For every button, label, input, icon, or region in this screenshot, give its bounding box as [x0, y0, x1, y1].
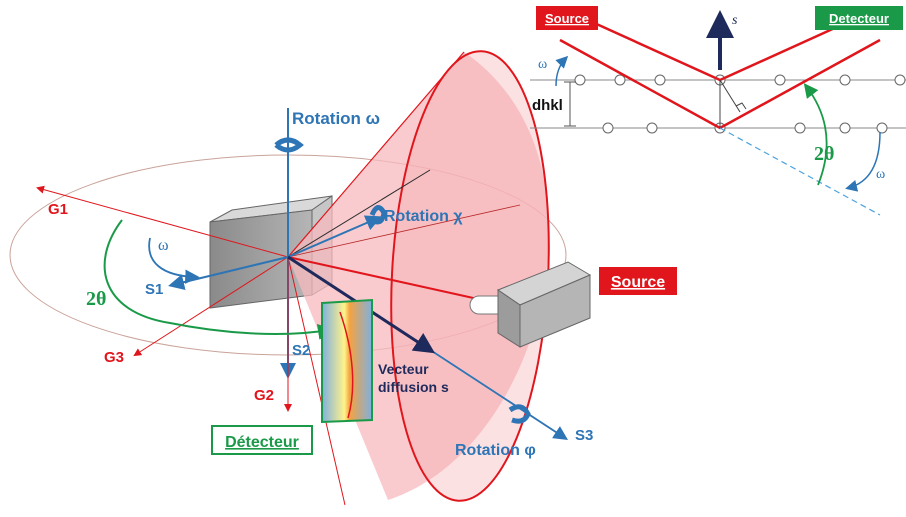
rotation-omega-arrow-icon	[274, 137, 304, 153]
rotation-phi-label: Rotation φ	[455, 442, 536, 459]
source-badge	[597, 265, 679, 297]
detector-panel	[321, 298, 373, 424]
s2-label: S2	[292, 342, 310, 359]
g1-axis	[36, 185, 289, 258]
detector-badge	[211, 425, 313, 455]
two-theta-arc	[103, 219, 334, 340]
incident-beam	[287, 256, 506, 306]
rotation-chi-label: Rotation χ	[384, 208, 463, 225]
g3-label: G3	[104, 349, 124, 366]
g2-label: G2	[254, 387, 274, 404]
inset-two-theta-label: 2θ	[814, 143, 834, 165]
s1-label: S1	[145, 281, 163, 298]
rotation-omega-label: Rotation ω	[292, 109, 380, 128]
omega-symbol-label: ω	[158, 237, 169, 254]
chi-axis	[287, 215, 382, 258]
scattering-vector-label-2: diffusion s	[378, 379, 449, 395]
rotation-phi-arrow-icon	[508, 404, 531, 424]
inset-omega-lower-label: ω	[876, 167, 885, 182]
detector-badge-text: Détecteur	[225, 434, 299, 451]
inset-source-badge	[536, 6, 598, 30]
inset-dhkl-label: dhkl	[532, 97, 563, 114]
two-theta-label: 2θ	[86, 288, 106, 310]
inset-s-label: s	[732, 13, 738, 28]
inset-detector-text: Detecteur	[829, 11, 889, 26]
g3-axis	[133, 256, 289, 357]
rotation-chi-arrow-icon	[369, 205, 387, 225]
source-box	[469, 261, 592, 348]
bragg-inset	[530, 10, 906, 216]
g1-label: G1	[48, 201, 68, 218]
source-badge-text: Source	[611, 274, 665, 291]
inset-detector-badge	[815, 6, 903, 30]
omega-arc	[148, 237, 200, 284]
inset-source-text: Source	[545, 11, 589, 26]
inset-omega-label: ω	[538, 57, 547, 72]
scattering-vector-label-1: Vecteur	[378, 361, 429, 377]
s3-label: S3	[575, 427, 593, 444]
